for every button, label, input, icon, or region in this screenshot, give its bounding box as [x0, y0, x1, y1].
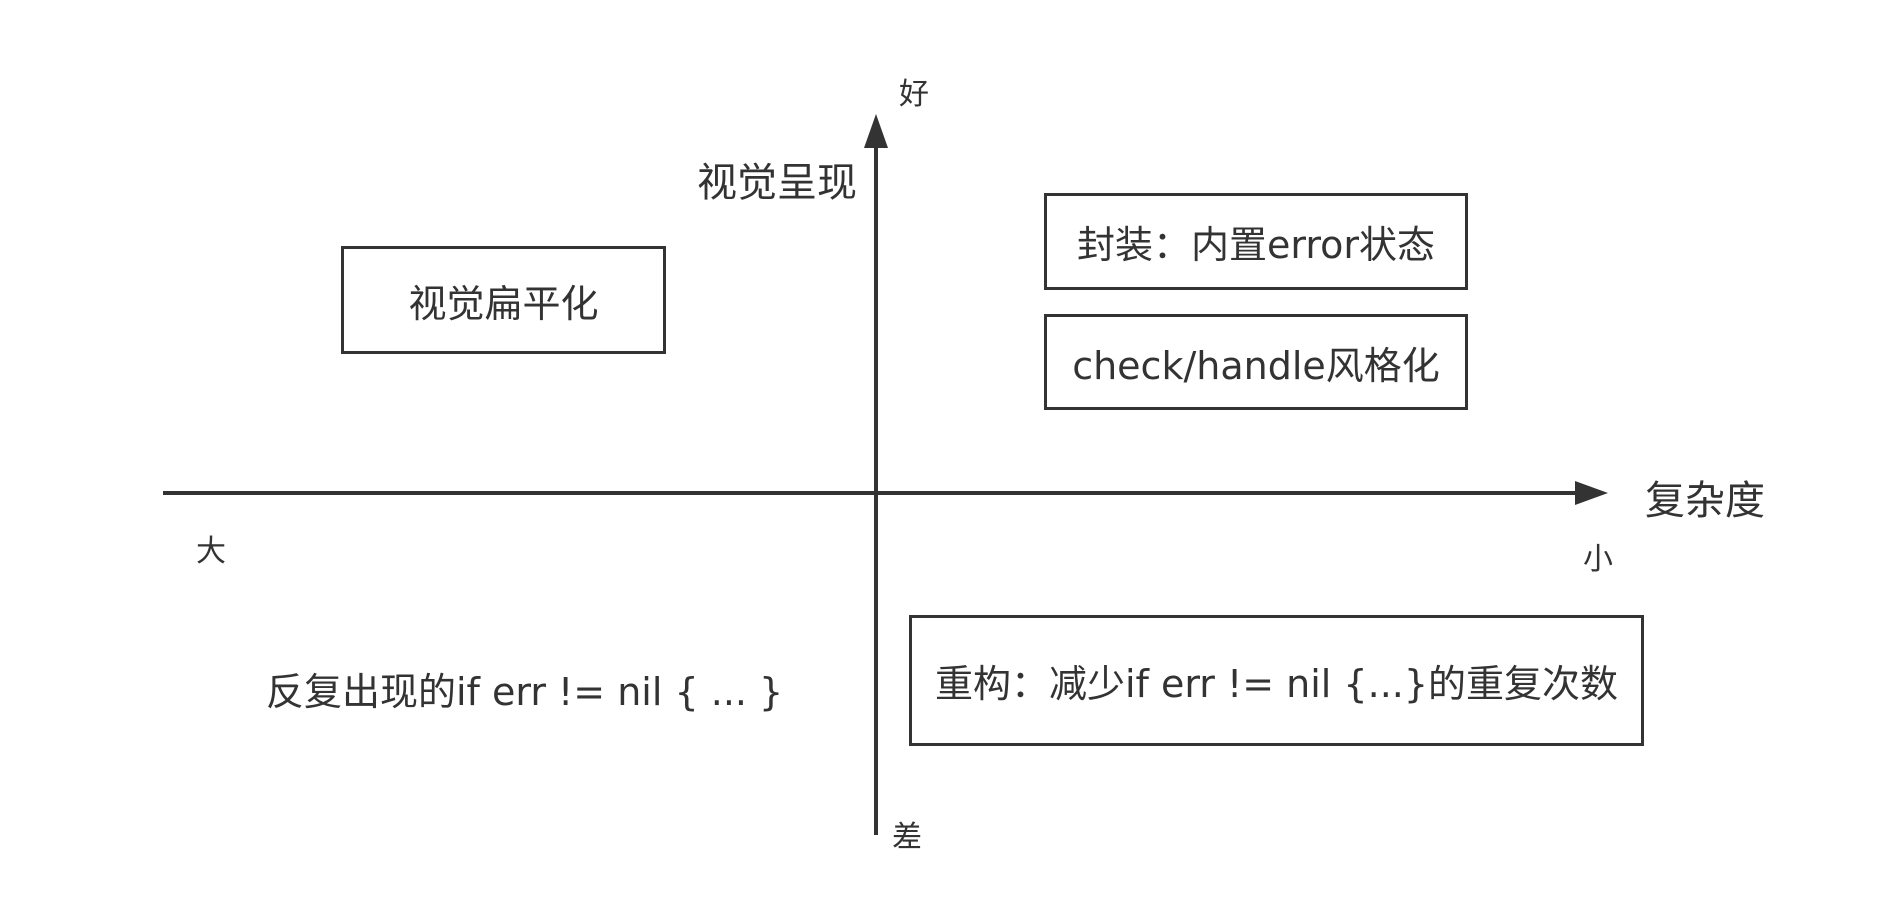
vertical-axis-arrowhead — [864, 114, 888, 148]
box-refactor-reduce-repetition: 重构：减少if err != nil {...}的重复次数 — [909, 615, 1644, 746]
horizontal-axis-right-label: 小 — [1583, 542, 1613, 577]
vertical-axis-bottom-label: 差 — [892, 820, 922, 855]
box-check-handle-style: check/handle风格化 — [1044, 314, 1468, 410]
horizontal-axis-left-label: 大 — [196, 534, 226, 569]
box-builtin-error-state: 封装：内置error状态 — [1044, 193, 1468, 290]
text-repeated-err-check: 反复出现的if err != nil { ... } — [266, 670, 784, 714]
box-visual-flattening: 视觉扁平化 — [341, 246, 666, 354]
vertical-axis-title: 视觉呈现 — [697, 160, 857, 206]
horizontal-axis-arrowhead — [1575, 481, 1608, 505]
vertical-axis-top-label: 好 — [899, 77, 929, 112]
horizontal-axis-title: 复杂度 — [1645, 478, 1765, 524]
